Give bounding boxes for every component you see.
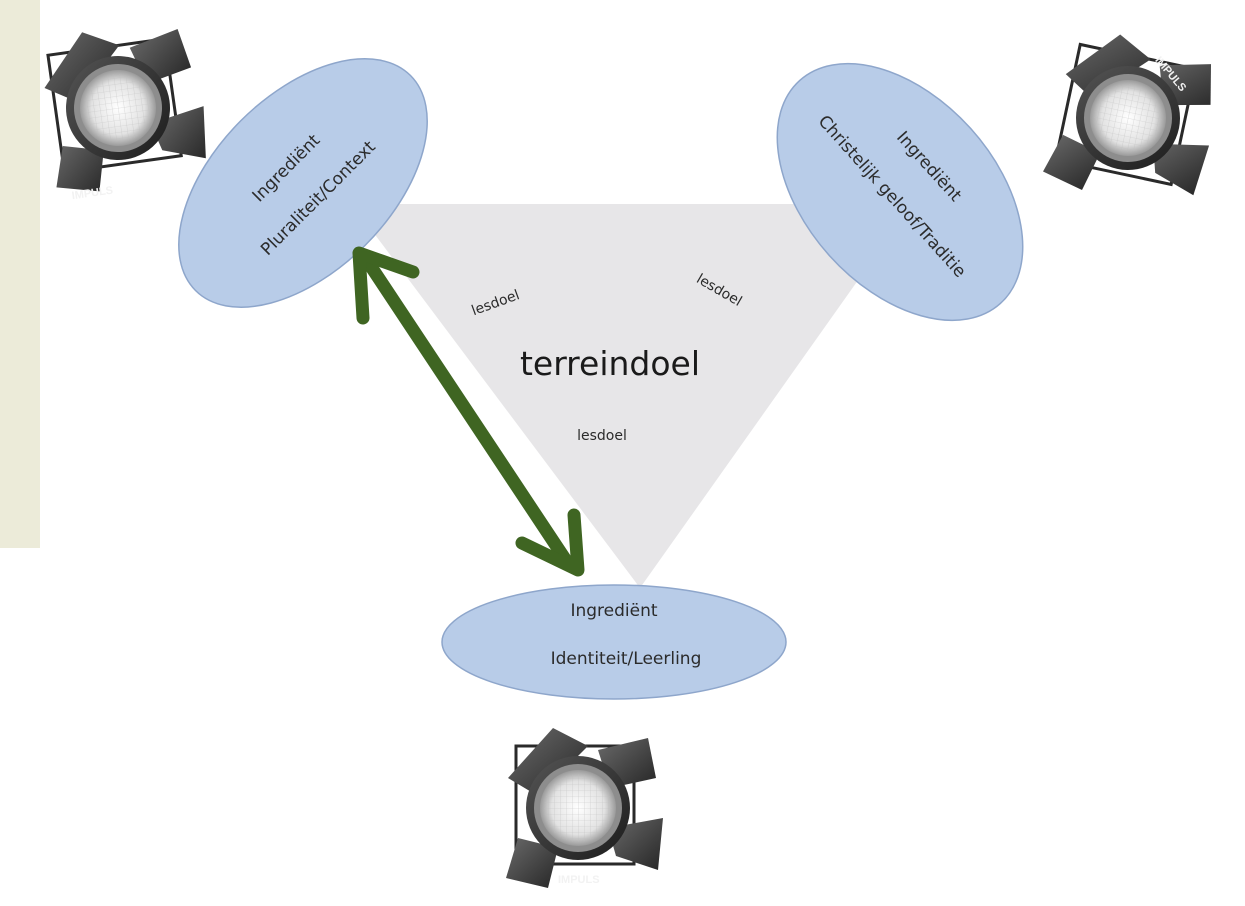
spotlight-icon [34,15,215,199]
spotlight-icon [504,726,665,890]
side-panel [0,0,40,548]
terrain-triangle [352,204,912,588]
impuls-logo: IMPULS [71,185,114,203]
spotlight-top-right: IMPULS [1039,23,1230,216]
spotlight-top-left: IMPULS [34,15,215,203]
spotlight-bottom: IMPULS [504,726,665,890]
impuls-logo: IMPULS [558,874,600,886]
ingredient-right: Ingrediënt Christelijk geloof/Traditie [776,62,1024,322]
ingredient-left: Ingrediënt Pluraliteit/Context [178,58,428,308]
double-arrow-icon [352,246,585,577]
ingredient-bottom-title: Ingrediënt [570,601,657,621]
center-label: terreindoel [520,344,700,383]
spotlight-icon [1039,23,1230,216]
ingredient-bottom-name: Identiteit/Leerling [551,649,702,669]
lesdoel-label: lesdoel [577,428,627,444]
ingredient-bottom: Ingrediënt Identiteit/Leerling [441,584,787,700]
